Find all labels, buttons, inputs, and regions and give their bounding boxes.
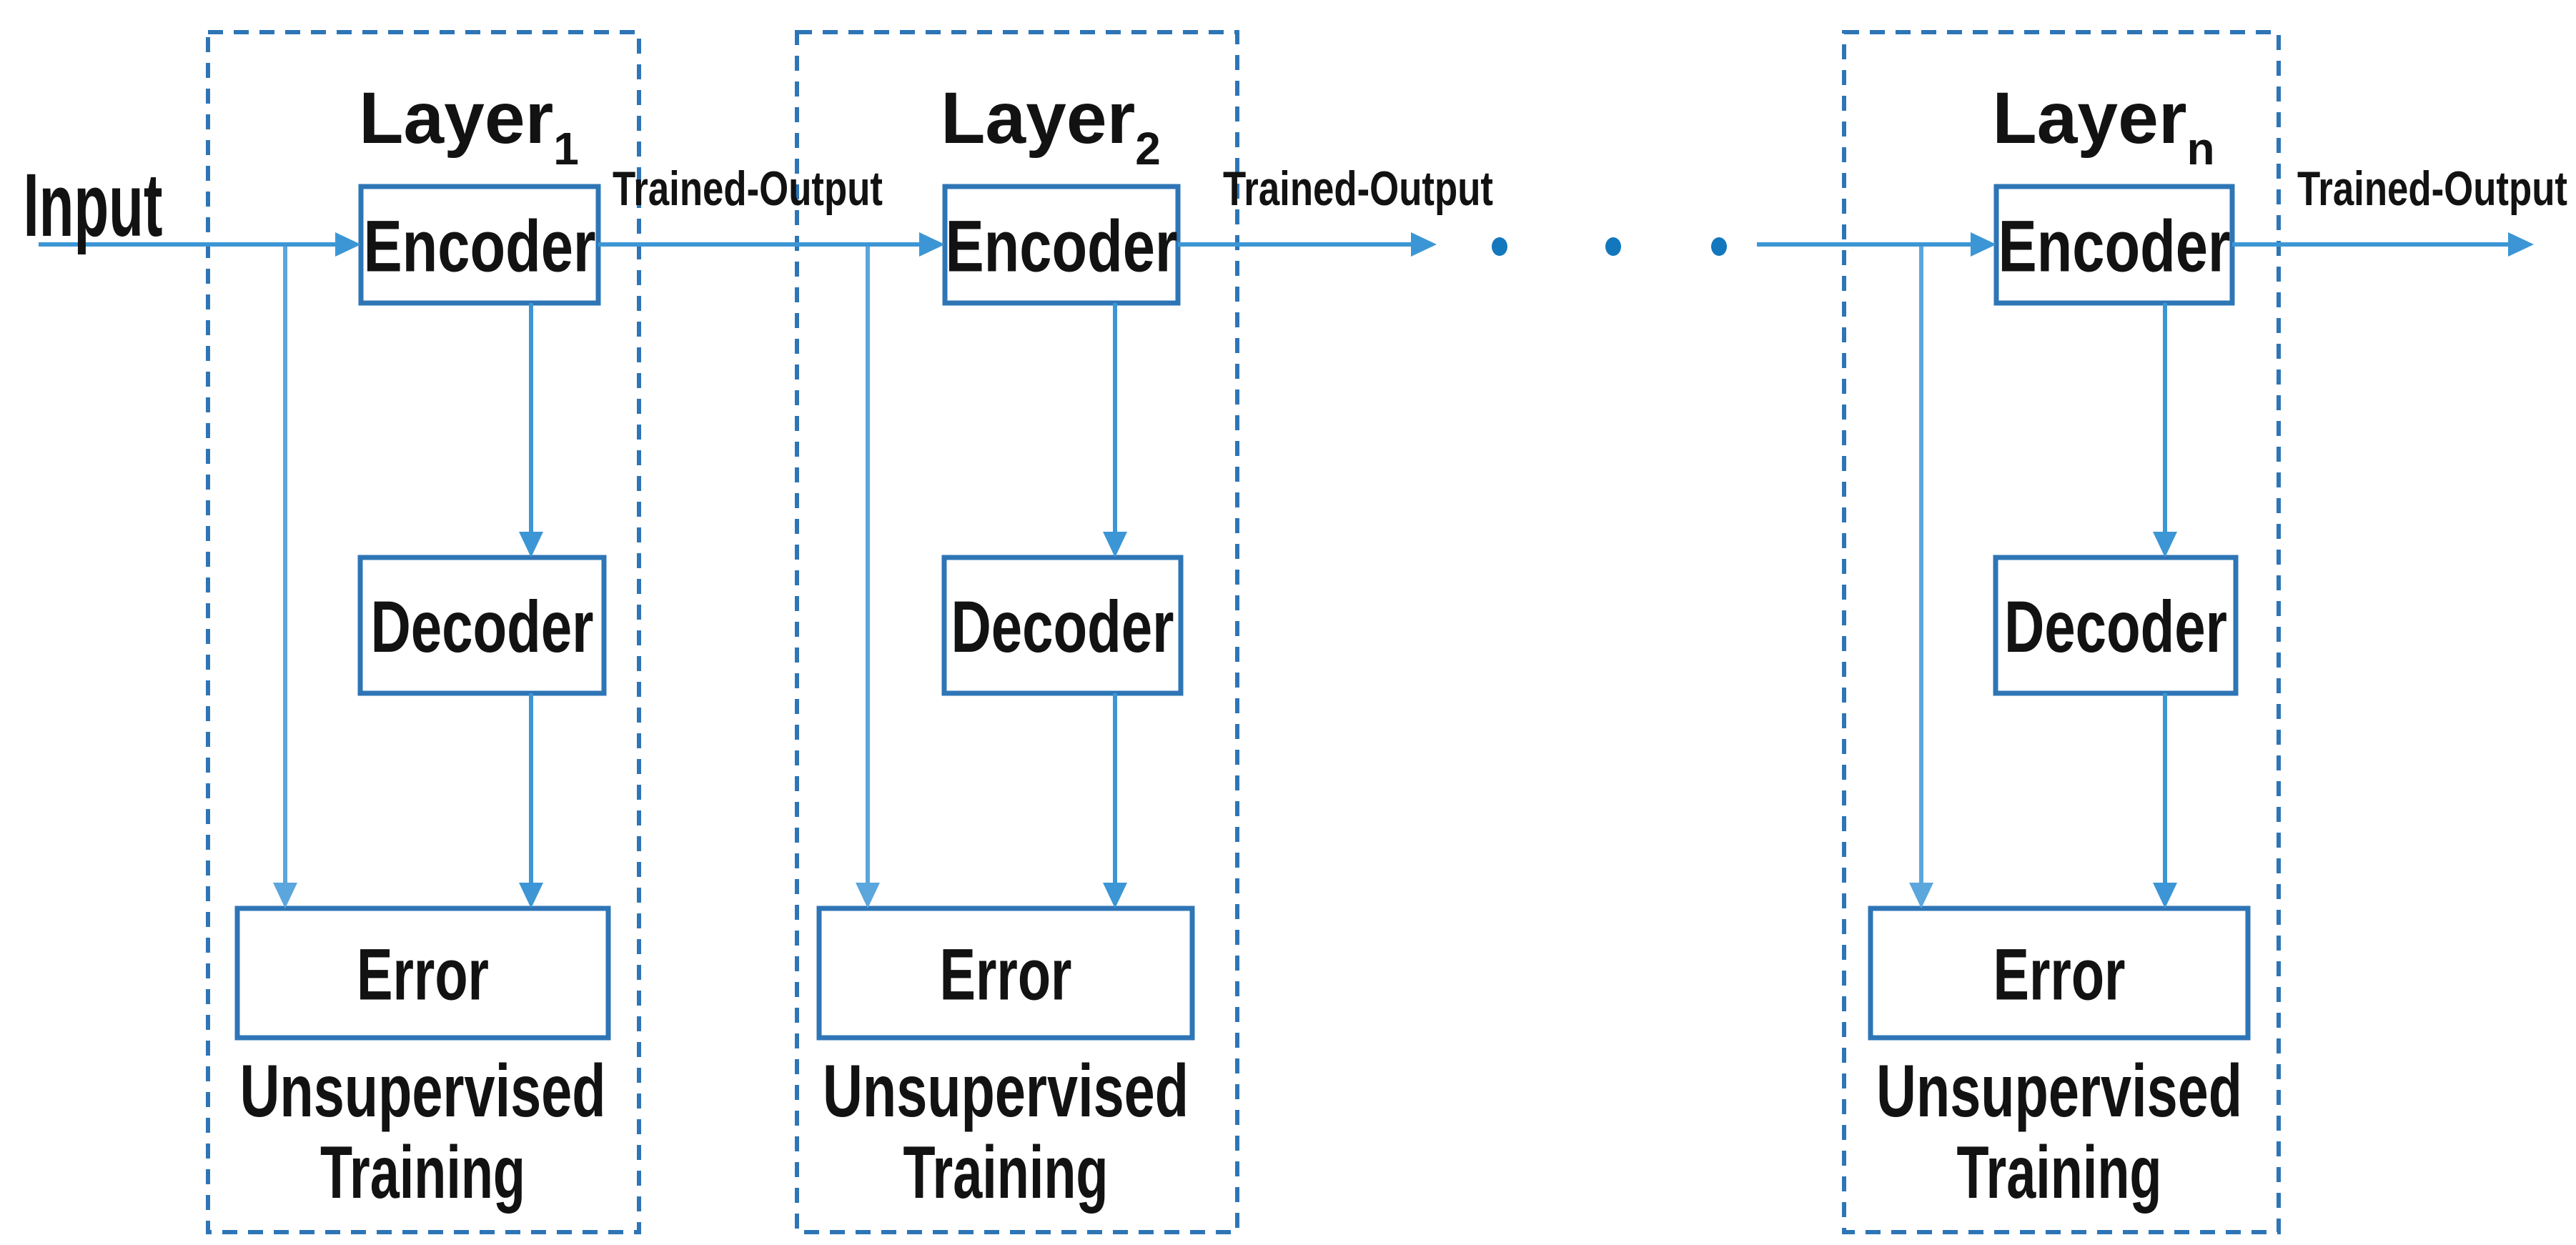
layer3-training-caption-line2: Training (1957, 1131, 2162, 1214)
layer3-decoder-to-error-arrow-head (2153, 883, 2177, 908)
layer2-decoder-to-error-arrow-head (1103, 883, 1127, 908)
layer2-boundary-box (795, 30, 1239, 1234)
layer1-title-subscript: 1 (553, 123, 579, 174)
ellipsis-to-layer-n-arrow (1757, 232, 1996, 257)
layer2-error-label: Error (940, 934, 1072, 1016)
layer2-encoder-label: Encoder (946, 206, 1178, 287)
layer3-input-branch-arrow (1909, 244, 1933, 908)
layer1-encoder-to-decoder-arrow (519, 303, 543, 557)
layer1-decoder-to-error-arrow (519, 693, 543, 908)
layer1-input-branch-arrow (273, 244, 297, 908)
layer3-decoder-box (1993, 555, 2239, 696)
trained-output-arrow-1-head (919, 232, 945, 257)
layer2-input-branch-arrow-head (856, 883, 880, 908)
layer3-title-subscript: n (2187, 123, 2215, 174)
layer1-title: Layer1 (359, 77, 579, 174)
layer3-error-box (1868, 906, 2251, 1041)
layer2-training-caption-line1: Unsupervised (823, 1050, 1189, 1133)
layer2-decoder-to-error-arrow (1103, 693, 1127, 908)
trained-output-arrow-3-head (2508, 232, 2534, 257)
layer1-decoder-to-error-arrow-head (519, 883, 543, 908)
trained-output-label-3: Trained-Output (2297, 162, 2567, 216)
layer2-encoder-to-decoder-arrow-head (1103, 532, 1127, 557)
trained-output-arrow-2-head (1411, 232, 1437, 257)
layer1-input-branch-arrow-head (273, 883, 297, 908)
trained-output-arrow-1 (598, 232, 945, 257)
layer2-training-caption-line2: Training (903, 1131, 1109, 1214)
trained-output-arrow-3 (2232, 232, 2534, 257)
layer2-encoder-box (942, 184, 1181, 306)
layer1-training-caption-line1: Unsupervised (240, 1050, 606, 1133)
input-arrow (39, 232, 361, 257)
layer1-encoder-to-decoder-arrow-head (519, 532, 543, 557)
ellipsis-dot-1 (1492, 237, 1507, 256)
layer1-error-box (234, 906, 611, 1041)
ellipsis-dot-3 (1711, 237, 1727, 256)
layer2-title: Layer2 (941, 77, 1161, 174)
input-label: Input (24, 156, 163, 255)
layer1-decoder-label: Decoder (371, 586, 594, 668)
layer1-boundary-box (206, 30, 641, 1234)
layer2-error-box (816, 906, 1195, 1041)
layer1-error-label: Error (357, 934, 489, 1016)
ellipsis-to-layer-n-arrow-head (1971, 232, 1996, 257)
layer1-decoder-box (357, 555, 607, 696)
input-arrow-head (335, 232, 361, 257)
layer2-title-subscript: 2 (1135, 123, 1161, 174)
trained-output-arrow-2 (1178, 232, 1437, 257)
layer3-title: Layern (1992, 77, 2214, 174)
layer3-encoder-to-decoder-arrow-head (2153, 532, 2177, 557)
layer3-decoder-label: Decoder (2004, 586, 2227, 668)
layer1-title-name: Layer (359, 77, 553, 159)
trained-output-label-2: Trained-Output (1223, 162, 1493, 216)
layer2-decoder-box (941, 555, 1184, 696)
trained-output-label-1: Trained-Output (613, 162, 883, 216)
layer1-encoder-label: Encoder (364, 206, 596, 287)
layer3-input-branch-arrow-head (1909, 883, 1933, 908)
layer2-decoder-label: Decoder (951, 586, 1174, 668)
layer2-title-name: Layer (941, 77, 1135, 159)
layer3-training-caption-line1: Unsupervised (1876, 1050, 2242, 1133)
layer3-boundary-box (1842, 30, 2281, 1234)
layer3-decoder-to-error-arrow (2153, 693, 2177, 908)
layer2-input-branch-arrow (856, 244, 880, 908)
layer2-encoder-to-decoder-arrow (1103, 303, 1127, 557)
layer3-encoder-label: Encoder (1998, 206, 2231, 287)
layer3-error-label: Error (1993, 934, 2126, 1016)
layer3-encoder-to-decoder-arrow (2153, 303, 2177, 557)
layer3-title-name: Layer (1992, 77, 2186, 159)
layer1-training-caption-line2: Training (320, 1131, 525, 1214)
ellipsis-dot-2 (1605, 237, 1621, 256)
